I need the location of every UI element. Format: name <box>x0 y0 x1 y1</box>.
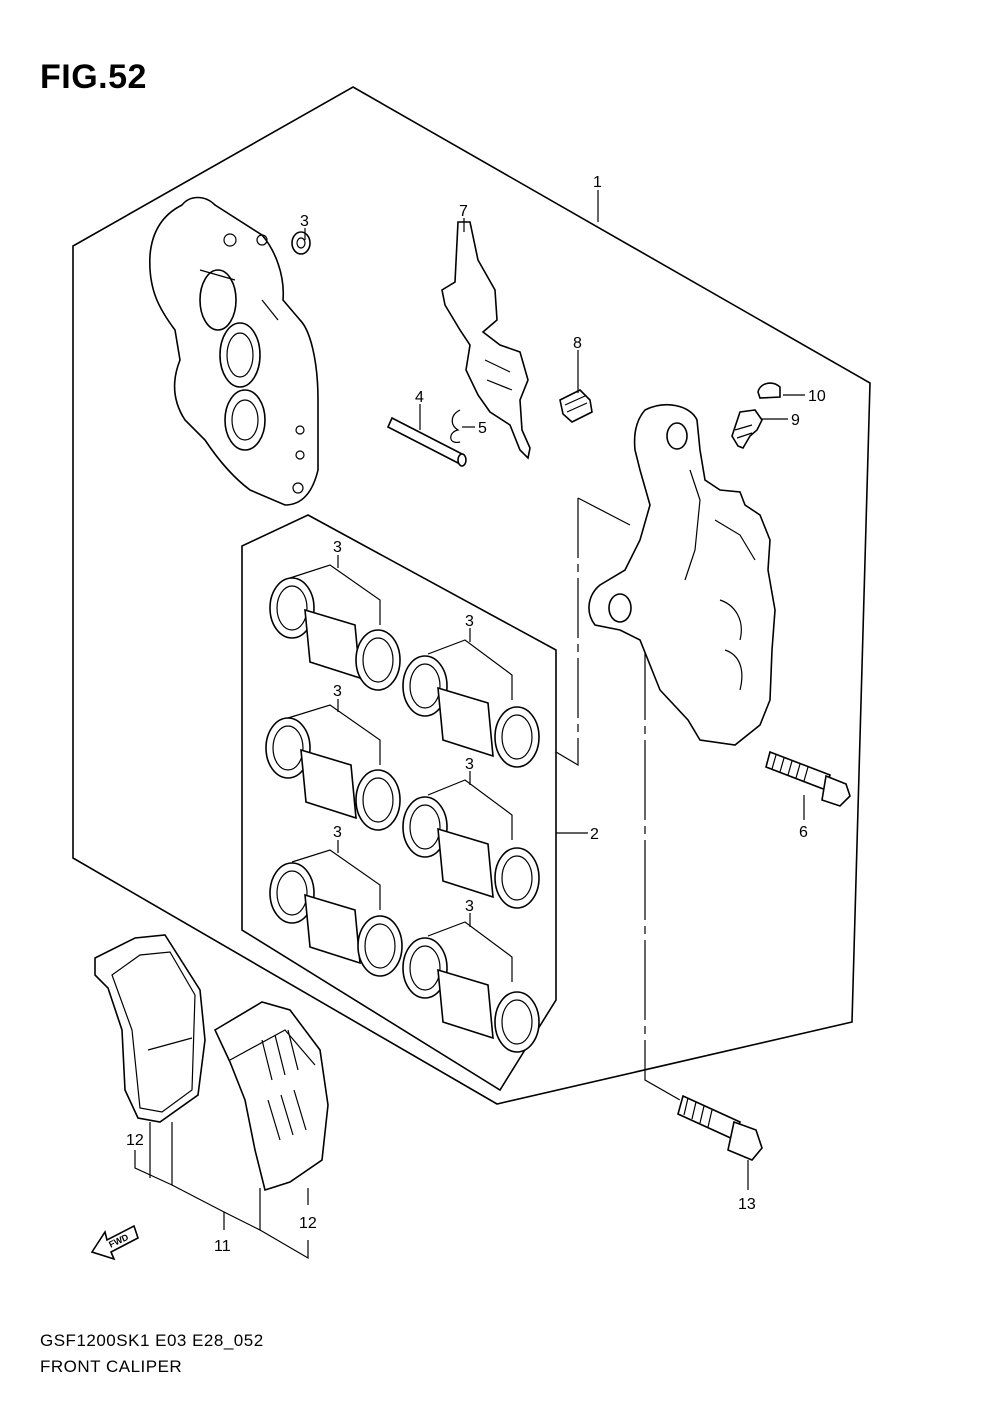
pivot-guide-line <box>577 497 631 526</box>
bleeder-valve <box>731 409 763 449</box>
figure-code: GSF1200SK1 E03 E28_052 <box>40 1331 264 1350</box>
brake-pad-left <box>94 934 206 1123</box>
lower-bolt-guide-line <box>644 640 681 1101</box>
figure-name: FRONT CALIPER <box>40 1357 183 1376</box>
callout-11: 11 <box>214 1238 231 1255</box>
assembly-frame-outline <box>72 86 871 1105</box>
bleeder-plug <box>559 389 593 423</box>
callout-12-right: 12 <box>299 1215 317 1232</box>
callout-3-set-6: 3 <box>465 898 474 915</box>
callout-3-washer: 3 <box>300 213 309 230</box>
left-caliper-body <box>149 196 319 506</box>
callout-2: 2 <box>590 826 599 843</box>
right-caliper-body <box>588 404 776 746</box>
bleeder-cap <box>757 382 781 399</box>
callout-3-set-5: 3 <box>333 824 342 841</box>
callout-7: 7 <box>459 203 468 220</box>
piston-kit-frame-outline <box>241 514 557 1092</box>
callout-3-set-2: 3 <box>465 613 474 630</box>
pad-mount-pin <box>386 416 467 467</box>
callout-3-set-3: 3 <box>333 683 342 700</box>
piston-seal-set-6 <box>402 921 540 1053</box>
callout-5: 5 <box>478 420 487 437</box>
pad-spring <box>441 221 531 460</box>
caliper-bolt <box>677 1094 763 1161</box>
pin-clip <box>450 409 461 444</box>
piston-seal-set-5 <box>269 849 403 977</box>
brake-pad-right <box>213 1001 329 1192</box>
figure-title: FIG.52 <box>40 58 147 96</box>
piston-seal-set-2 <box>402 639 540 768</box>
callout-3-set-4: 3 <box>465 756 474 773</box>
leader-lines <box>134 190 805 1260</box>
bolt-guide-line <box>555 498 579 767</box>
callout-3-set-1: 3 <box>333 539 342 556</box>
callout-10: 10 <box>808 388 826 405</box>
callout-13: 13 <box>738 1196 756 1213</box>
piston-seal-set-4 <box>402 779 540 909</box>
callout-12-left: 12 <box>126 1132 144 1149</box>
callout-9: 9 <box>791 412 800 429</box>
callout-1: 1 <box>593 174 602 191</box>
forward-direction-arrow: FWD <box>90 1224 139 1261</box>
callout-4: 4 <box>415 389 424 406</box>
callout-8: 8 <box>573 335 582 352</box>
piston-seal-set-1 <box>269 564 401 691</box>
callout-6: 6 <box>799 824 808 841</box>
upper-washer <box>291 231 311 255</box>
piston-seal-set-3 <box>265 704 401 831</box>
caliper-mounting-bolt <box>765 750 851 807</box>
